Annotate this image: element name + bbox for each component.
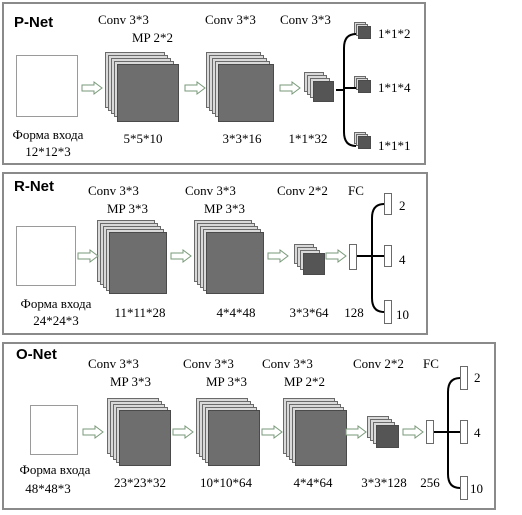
onet-fc-layer <box>426 420 434 444</box>
rnet-op1-conv: Conv 3*3 <box>88 183 139 198</box>
rnet-output-3-block <box>384 300 392 324</box>
onet-output-1-label: 2 <box>474 370 481 385</box>
pnet-input-shape: 12*12*3 <box>25 144 71 159</box>
onet-output-2-label: 4 <box>474 425 481 440</box>
onet-title: O-Net <box>16 346 57 363</box>
onet-op2-conv: Conv 3*3 <box>183 356 234 371</box>
rnet-output-2-label: 4 <box>399 252 406 267</box>
rnet-fc-label: FC <box>348 183 364 198</box>
pnet-size-3: 1*1*32 <box>288 131 328 146</box>
pnet-output-3-label: 1*1*1 <box>378 138 411 153</box>
pnet-feature-map-3 <box>304 72 336 104</box>
rnet-size-3: 3*3*64 <box>289 305 329 320</box>
rnet-input-box <box>16 226 76 286</box>
onet-input-label: Форма входа <box>19 462 91 477</box>
onet-output-1-block <box>460 366 468 390</box>
pnet-op3-conv: Conv 3*3 <box>280 12 331 27</box>
rnet-op2-conv: Conv 3*3 <box>185 183 236 198</box>
onet-size-2: 10*10*64 <box>200 475 252 490</box>
rnet-input-label: Форма входа <box>20 296 92 311</box>
rnet-op3-conv: Conv 2*2 <box>277 183 328 198</box>
onet-op2-mp: MP 3*3 <box>206 374 248 389</box>
onet-size-4: 3*3*128 <box>361 475 407 490</box>
pnet-feature-map-1 <box>105 52 185 126</box>
pnet-op1-conv: Conv 3*3 <box>98 12 149 27</box>
pnet-size-1: 5*5*10 <box>123 131 163 146</box>
pnet-arrow-1 <box>81 81 103 95</box>
pnet-output-bracket <box>336 33 357 147</box>
rnet-feature-map-3 <box>294 244 326 276</box>
rnet-input-shape: 24*24*3 <box>33 313 79 328</box>
onet-fc-size: 256 <box>420 475 440 490</box>
pnet-output-2-block <box>354 76 374 96</box>
pnet-op2-conv: Conv 3*3 <box>205 12 256 27</box>
pnet-feature-map-2 <box>206 52 276 126</box>
onet-output-3-block <box>460 476 468 500</box>
pnet-input-label: Форма входа <box>12 127 84 142</box>
onet-output-3-label: 10 <box>470 481 483 496</box>
rnet-output-2-block <box>384 245 392 267</box>
rnet-title: R-Net <box>14 178 54 195</box>
onet-arrow-1 <box>82 425 104 439</box>
rnet-fc-layer <box>349 244 357 270</box>
rnet-feature-map-1 <box>97 220 169 298</box>
pnet-arrow-3 <box>279 81 301 95</box>
onet-size-1: 23*23*32 <box>114 475 166 490</box>
pnet-size-2: 3*3*16 <box>222 131 262 146</box>
onet-feature-map-3 <box>283 398 349 468</box>
rnet-fc-size: 128 <box>344 305 364 320</box>
rnet-op2-mp: MP 3*3 <box>204 201 246 216</box>
pnet-output-2-label: 1*1*4 <box>378 80 411 95</box>
pnet-output-3-block <box>354 132 374 152</box>
onet-op3-mp: MP 2*2 <box>284 374 326 389</box>
onet-input-shape: 48*48*3 <box>25 481 71 496</box>
pnet-output-1-label: 1*1*2 <box>378 26 411 41</box>
rnet-output-bracket <box>357 203 385 313</box>
onet-arrow-2 <box>172 425 194 439</box>
rnet-feature-map-2 <box>194 220 266 298</box>
onet-output-2-block <box>460 420 468 444</box>
rnet-output-1-label: 2 <box>399 198 406 213</box>
rnet-output-1-block <box>384 193 392 215</box>
onet-op1-mp: MP 3*3 <box>110 374 152 389</box>
rnet-arrow-1 <box>77 249 99 263</box>
onet-output-bracket <box>434 377 461 489</box>
rnet-arrow-3 <box>267 249 289 263</box>
onet-size-3: 4*4*64 <box>293 475 333 490</box>
onet-op3-conv: Conv 3*3 <box>262 356 313 371</box>
onet-feature-map-4 <box>367 416 401 450</box>
onet-op1-conv: Conv 3*3 <box>88 356 139 371</box>
rnet-size-2: 4*4*48 <box>216 305 256 320</box>
onet-feature-map-1 <box>107 398 173 468</box>
rnet-size-1: 11*11*28 <box>114 305 166 320</box>
pnet-input-box <box>16 55 78 117</box>
rnet-op1-mp: MP 3*3 <box>107 201 149 216</box>
pnet-output-1-block <box>354 22 374 42</box>
pnet-op1-mp: MP 2*2 <box>132 30 174 45</box>
pnet-arrow-2 <box>184 81 206 95</box>
rnet-arrow-4 <box>325 249 347 263</box>
onet-arrow-4 <box>345 425 367 439</box>
onet-fc-label: FC <box>423 356 439 371</box>
onet-feature-map-2 <box>196 398 262 468</box>
pnet-title: P-Net <box>14 14 54 31</box>
rnet-arrow-2 <box>170 249 192 263</box>
onet-arrow-5 <box>402 425 424 439</box>
onet-input-box <box>30 405 78 455</box>
rnet-output-3-label: 10 <box>396 307 409 322</box>
onet-arrow-3 <box>261 425 283 439</box>
onet-op4-conv: Conv 2*2 <box>353 356 404 371</box>
